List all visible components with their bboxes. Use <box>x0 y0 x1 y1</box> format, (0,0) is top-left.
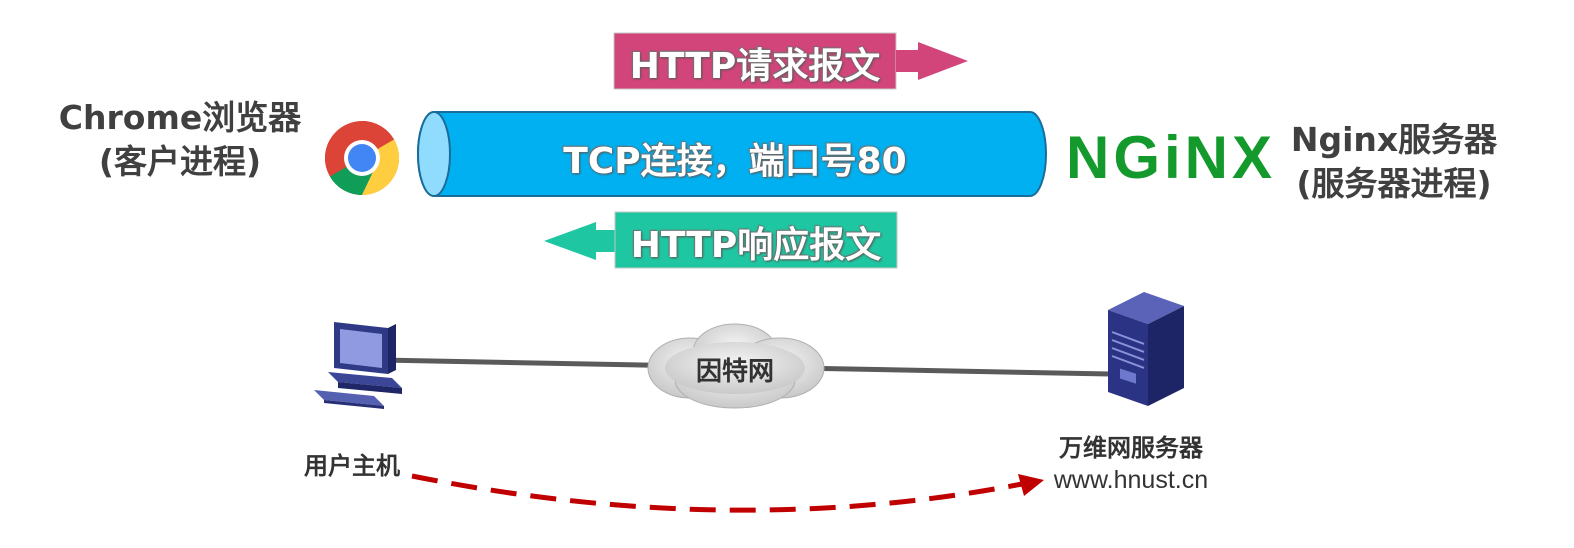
host-label: 用户主机 <box>304 452 400 480</box>
client-label-line1: Chrome浏览器 <box>58 98 302 137</box>
tcp-label: TCP连接，端口号80 <box>563 141 907 182</box>
nginx-logo: NGiNX <box>1066 124 1277 191</box>
response-label: HTTP响应报文 <box>630 225 882 266</box>
tcp-connection-tube <box>417 111 1047 197</box>
internet-label: 因特网 <box>695 357 774 387</box>
internet-cloud-icon <box>647 323 825 409</box>
request-path-arrow <box>411 473 1044 513</box>
server-label-line1: Nginx服务器 <box>1290 120 1498 159</box>
response-arrow <box>544 211 898 269</box>
client-label-line2: (客户进程) <box>98 142 262 181</box>
server-label-line2: (服务器进程) <box>1296 164 1492 203</box>
chrome-logo-icon <box>325 121 399 195</box>
web-server-url: www.hnust.cn <box>1053 466 1209 494</box>
request-label: HTTP请求报文 <box>629 46 881 87</box>
client-label: Chrome浏览器 (客户进程) <box>40 96 320 184</box>
server-label: Nginx服务器 (服务器进程) <box>1278 118 1510 206</box>
computer-icon <box>314 322 402 409</box>
request-arrow <box>613 32 968 90</box>
server-tower-icon <box>1108 292 1184 406</box>
web-server-label: 万维网服务器 <box>1059 434 1203 462</box>
